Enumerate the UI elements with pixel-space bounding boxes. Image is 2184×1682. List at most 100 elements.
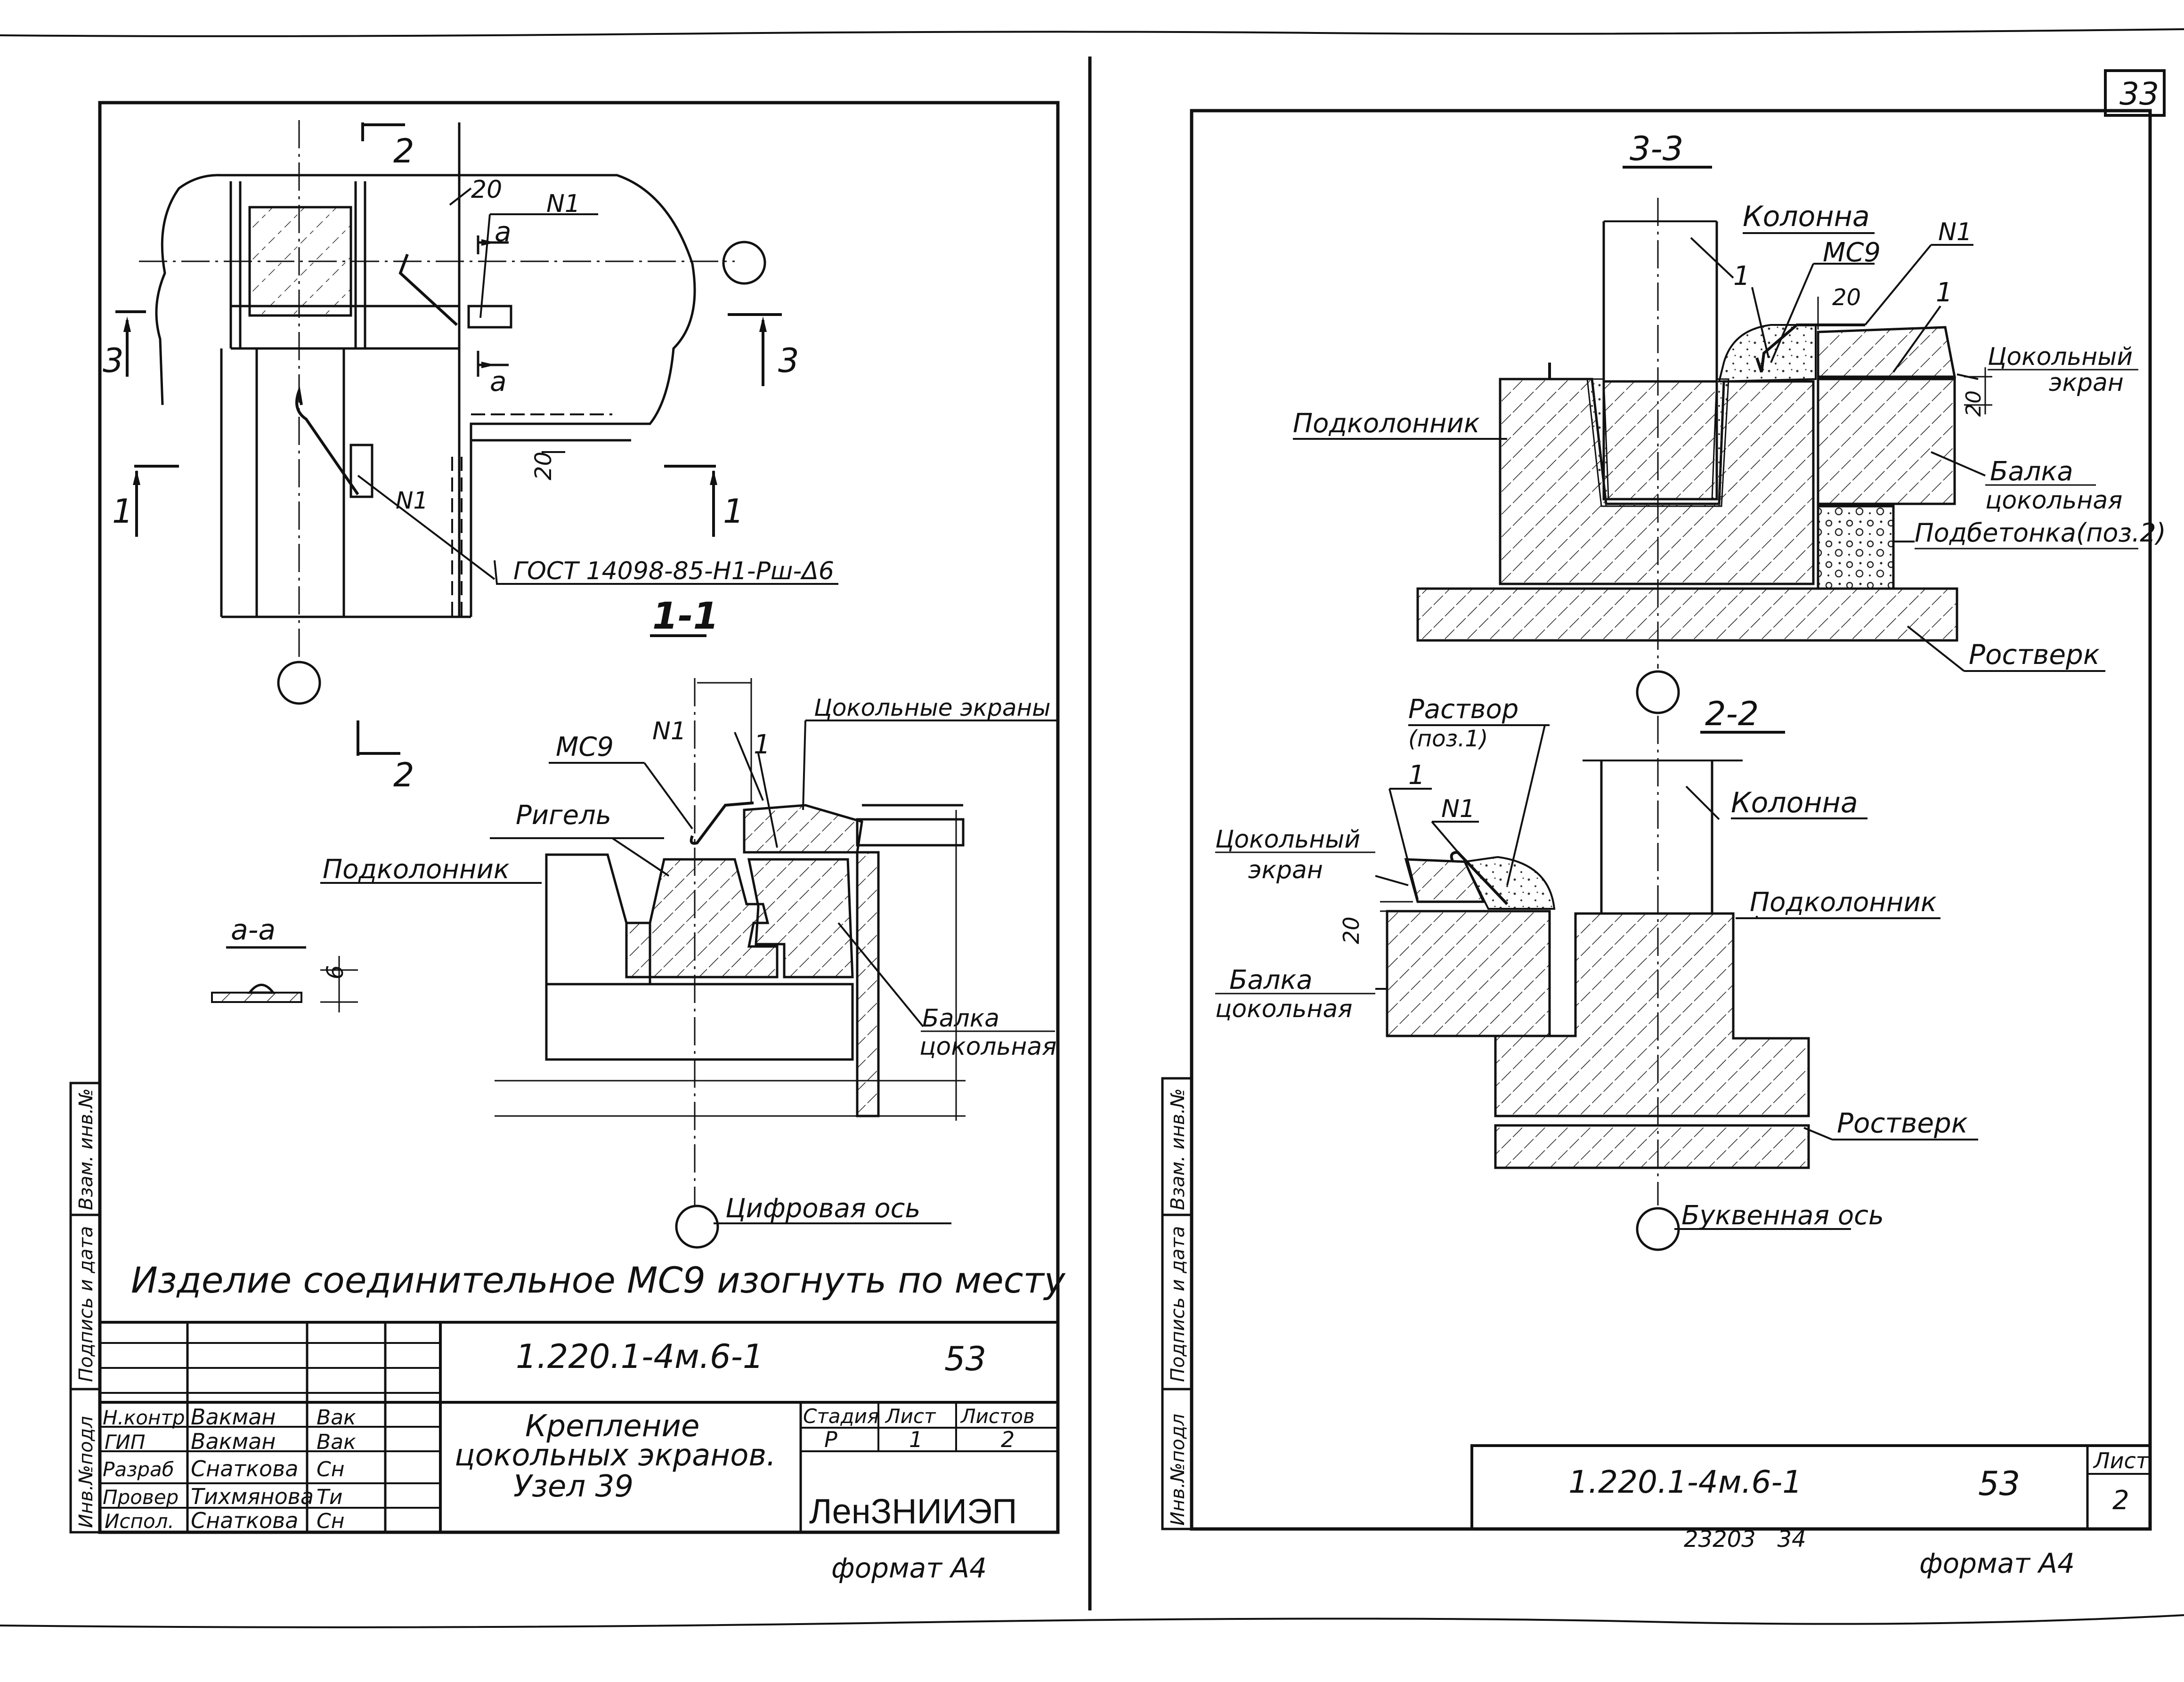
svg-text:3: 3: [103, 341, 124, 380]
col-label-2-2: Колонна: [1731, 786, 1858, 819]
col-label-3-3: Колонна: [1743, 200, 1870, 233]
beam-2-2-1: Балка: [1229, 965, 1313, 995]
right-code: 1.220.1-4м.6-1: [1568, 1464, 1802, 1500]
svg-text:3: 3: [778, 341, 799, 380]
bottom-numbers: 23203 34: [1684, 1526, 1806, 1553]
podbetonka-3-3: [1817, 505, 1895, 590]
section-1-1: 2 2 3 3 1 1 a a 20 N1: [103, 120, 838, 794]
beam-3-3-1: Балка: [1990, 456, 2073, 487]
n1-2-2: N1: [1441, 795, 1475, 823]
screen-3-3-1: Цокольный: [1988, 343, 2133, 371]
staff-name-4: Снаткова: [191, 1508, 298, 1533]
n1-3-3: N1: [1938, 218, 1972, 246]
svg-text:a: a: [490, 365, 507, 397]
sheet-val: 1: [909, 1427, 923, 1452]
break-outline: [155, 174, 696, 442]
alpha-axis-label: Буквенная ось: [1681, 1200, 1884, 1231]
podkolonnik-3-3-label: Подколонник: [1293, 408, 1480, 439]
staff-role-4: Испол.: [105, 1510, 174, 1533]
mark-2-bot: [357, 720, 400, 756]
left-format: формат А4: [831, 1552, 987, 1584]
sheet-number-box: [2104, 69, 2166, 117]
section-2-2: 2-2 Раствор (поз.1) 1 N1 Колон: [1215, 694, 1978, 1251]
section-1-1-title: 1-1: [652, 595, 719, 638]
staff-name-0: Вакман: [191, 1404, 276, 1430]
section-a-a-title: а-а: [231, 914, 276, 946]
dim-20-top: 20: [471, 176, 502, 204]
axis-bubble-3-3: [1636, 670, 1680, 714]
podkolonnik-2-2-label: Подколонник: [1750, 887, 1937, 918]
dim-20-3-3b: 20: [1962, 390, 1986, 417]
node-detail: МС9 N1 1 Цокольные экраны Ригель Подколо…: [320, 678, 1057, 1249]
screen-3-3-2: экран: [2049, 369, 2124, 397]
r-stamp-vzam: Взам. инв.№: [1167, 1088, 1189, 1210]
right-format: формат А4: [1919, 1547, 2075, 1579]
mark-1-right: [664, 465, 716, 537]
axis-bubble-alpha: [1636, 1207, 1680, 1251]
staff-sign-0: Вак: [317, 1406, 356, 1430]
staff-sign-3: Ти: [317, 1485, 342, 1509]
stage-val: Р: [824, 1427, 837, 1452]
svg-text:2: 2: [393, 756, 414, 794]
one-2-2: 1: [1408, 760, 1425, 791]
left-frame: [98, 101, 1060, 1534]
staff-sign-2: Сн: [317, 1457, 345, 1481]
beam-2-2: [1386, 910, 1551, 1037]
staff-name-1: Вакман: [191, 1429, 276, 1454]
screen-3-3: [1817, 326, 1957, 378]
section-3-3-title: 3-3: [1630, 129, 1683, 168]
axis-bubble-digital: [675, 1205, 719, 1249]
staff-role-0: Н.контр: [103, 1406, 185, 1429]
mark-2-top: [361, 122, 405, 141]
node-beam-1: Балка: [922, 1004, 999, 1033]
svg-text:1: 1: [112, 492, 133, 531]
sheets-val: 2: [1001, 1427, 1015, 1452]
mortar-2-2: [1463, 856, 1556, 910]
mortar-2-2-1: Раствор: [1408, 694, 1518, 725]
r-stamp-inv: Инв.№подл: [1167, 1414, 1189, 1526]
n1-top-label: N1: [546, 190, 580, 218]
left-page: 53: [944, 1340, 986, 1378]
node-beam-2: цокольная: [919, 1033, 1056, 1061]
beam-fill: [747, 858, 854, 978]
podbetonka-label: Подбетонка(поз.2): [1915, 518, 2166, 548]
section-a-a-dim: 6: [322, 965, 349, 979]
right-side-stamp: Инв.№подл Подпись и дата Взам. инв.№: [1161, 1077, 1193, 1530]
doc-name-2: цокольных экранов.: [455, 1438, 776, 1473]
doc-name-3: Узел 39: [513, 1469, 633, 1504]
left-sheet: Инв.№подл Подпись и дата Взам. инв.№: [69, 101, 1066, 1584]
screen-fill: [743, 804, 863, 854]
mortar-2-2-2: (поз.1): [1408, 726, 1488, 752]
left-side-stamp: Инв.№подл Подпись и дата Взам. инв.№: [69, 1082, 101, 1534]
screen-2-2-2: экран: [1248, 856, 1323, 884]
h-stage: Стадия: [803, 1405, 879, 1428]
node-mc9: МС9: [556, 732, 614, 762]
section-2-2-title: 2-2: [1705, 695, 1759, 733]
section-3-3: 3-3 20 Колонна МС9: [1293, 129, 2166, 714]
beam-3-3-2: цокольная: [1985, 486, 2122, 515]
node-axis-label: Цифровая ось: [725, 1193, 920, 1224]
node-podkolonnik: Подколонник: [323, 854, 510, 885]
right-title-block: 1.220.1-4м.6-1 53 Лист 2: [1470, 1444, 2152, 1530]
one-a-3-3: 1: [1733, 261, 1750, 291]
left-title-block: Н.контр Вакман Вак ГИП Вакман Вак Разраб…: [100, 1321, 1058, 1533]
stamp-inv: Инв.№подл: [75, 1416, 97, 1528]
node-rigel: Ригель: [516, 800, 611, 831]
right-sheet-val: 2: [2112, 1485, 2129, 1516]
staff-role-1: ГИП: [105, 1431, 145, 1454]
r-stamp-sign: Подпись и дата: [1167, 1226, 1189, 1382]
stamp-vzam: Взам. инв.№: [75, 1088, 97, 1210]
h-sheet: Лист: [885, 1405, 936, 1428]
axis-bubble-top: [722, 241, 766, 285]
dim-20-bot: 20: [530, 452, 557, 480]
node-one: 1: [754, 729, 771, 760]
axis-bubble-left: [277, 661, 321, 705]
org-name: ЛенЗНИИЭП: [809, 1492, 1017, 1531]
right-h-sheet: Лист: [2093, 1448, 2149, 1473]
staff-role-2: Разраб: [103, 1458, 174, 1481]
beam-2-2-2: цокольная: [1215, 995, 1352, 1023]
doc-name-1: Крепление: [525, 1409, 699, 1444]
column-3-3: [1602, 380, 1718, 501]
note-text: Изделие соединительное МС9 изогнуть по м…: [131, 1259, 1066, 1301]
